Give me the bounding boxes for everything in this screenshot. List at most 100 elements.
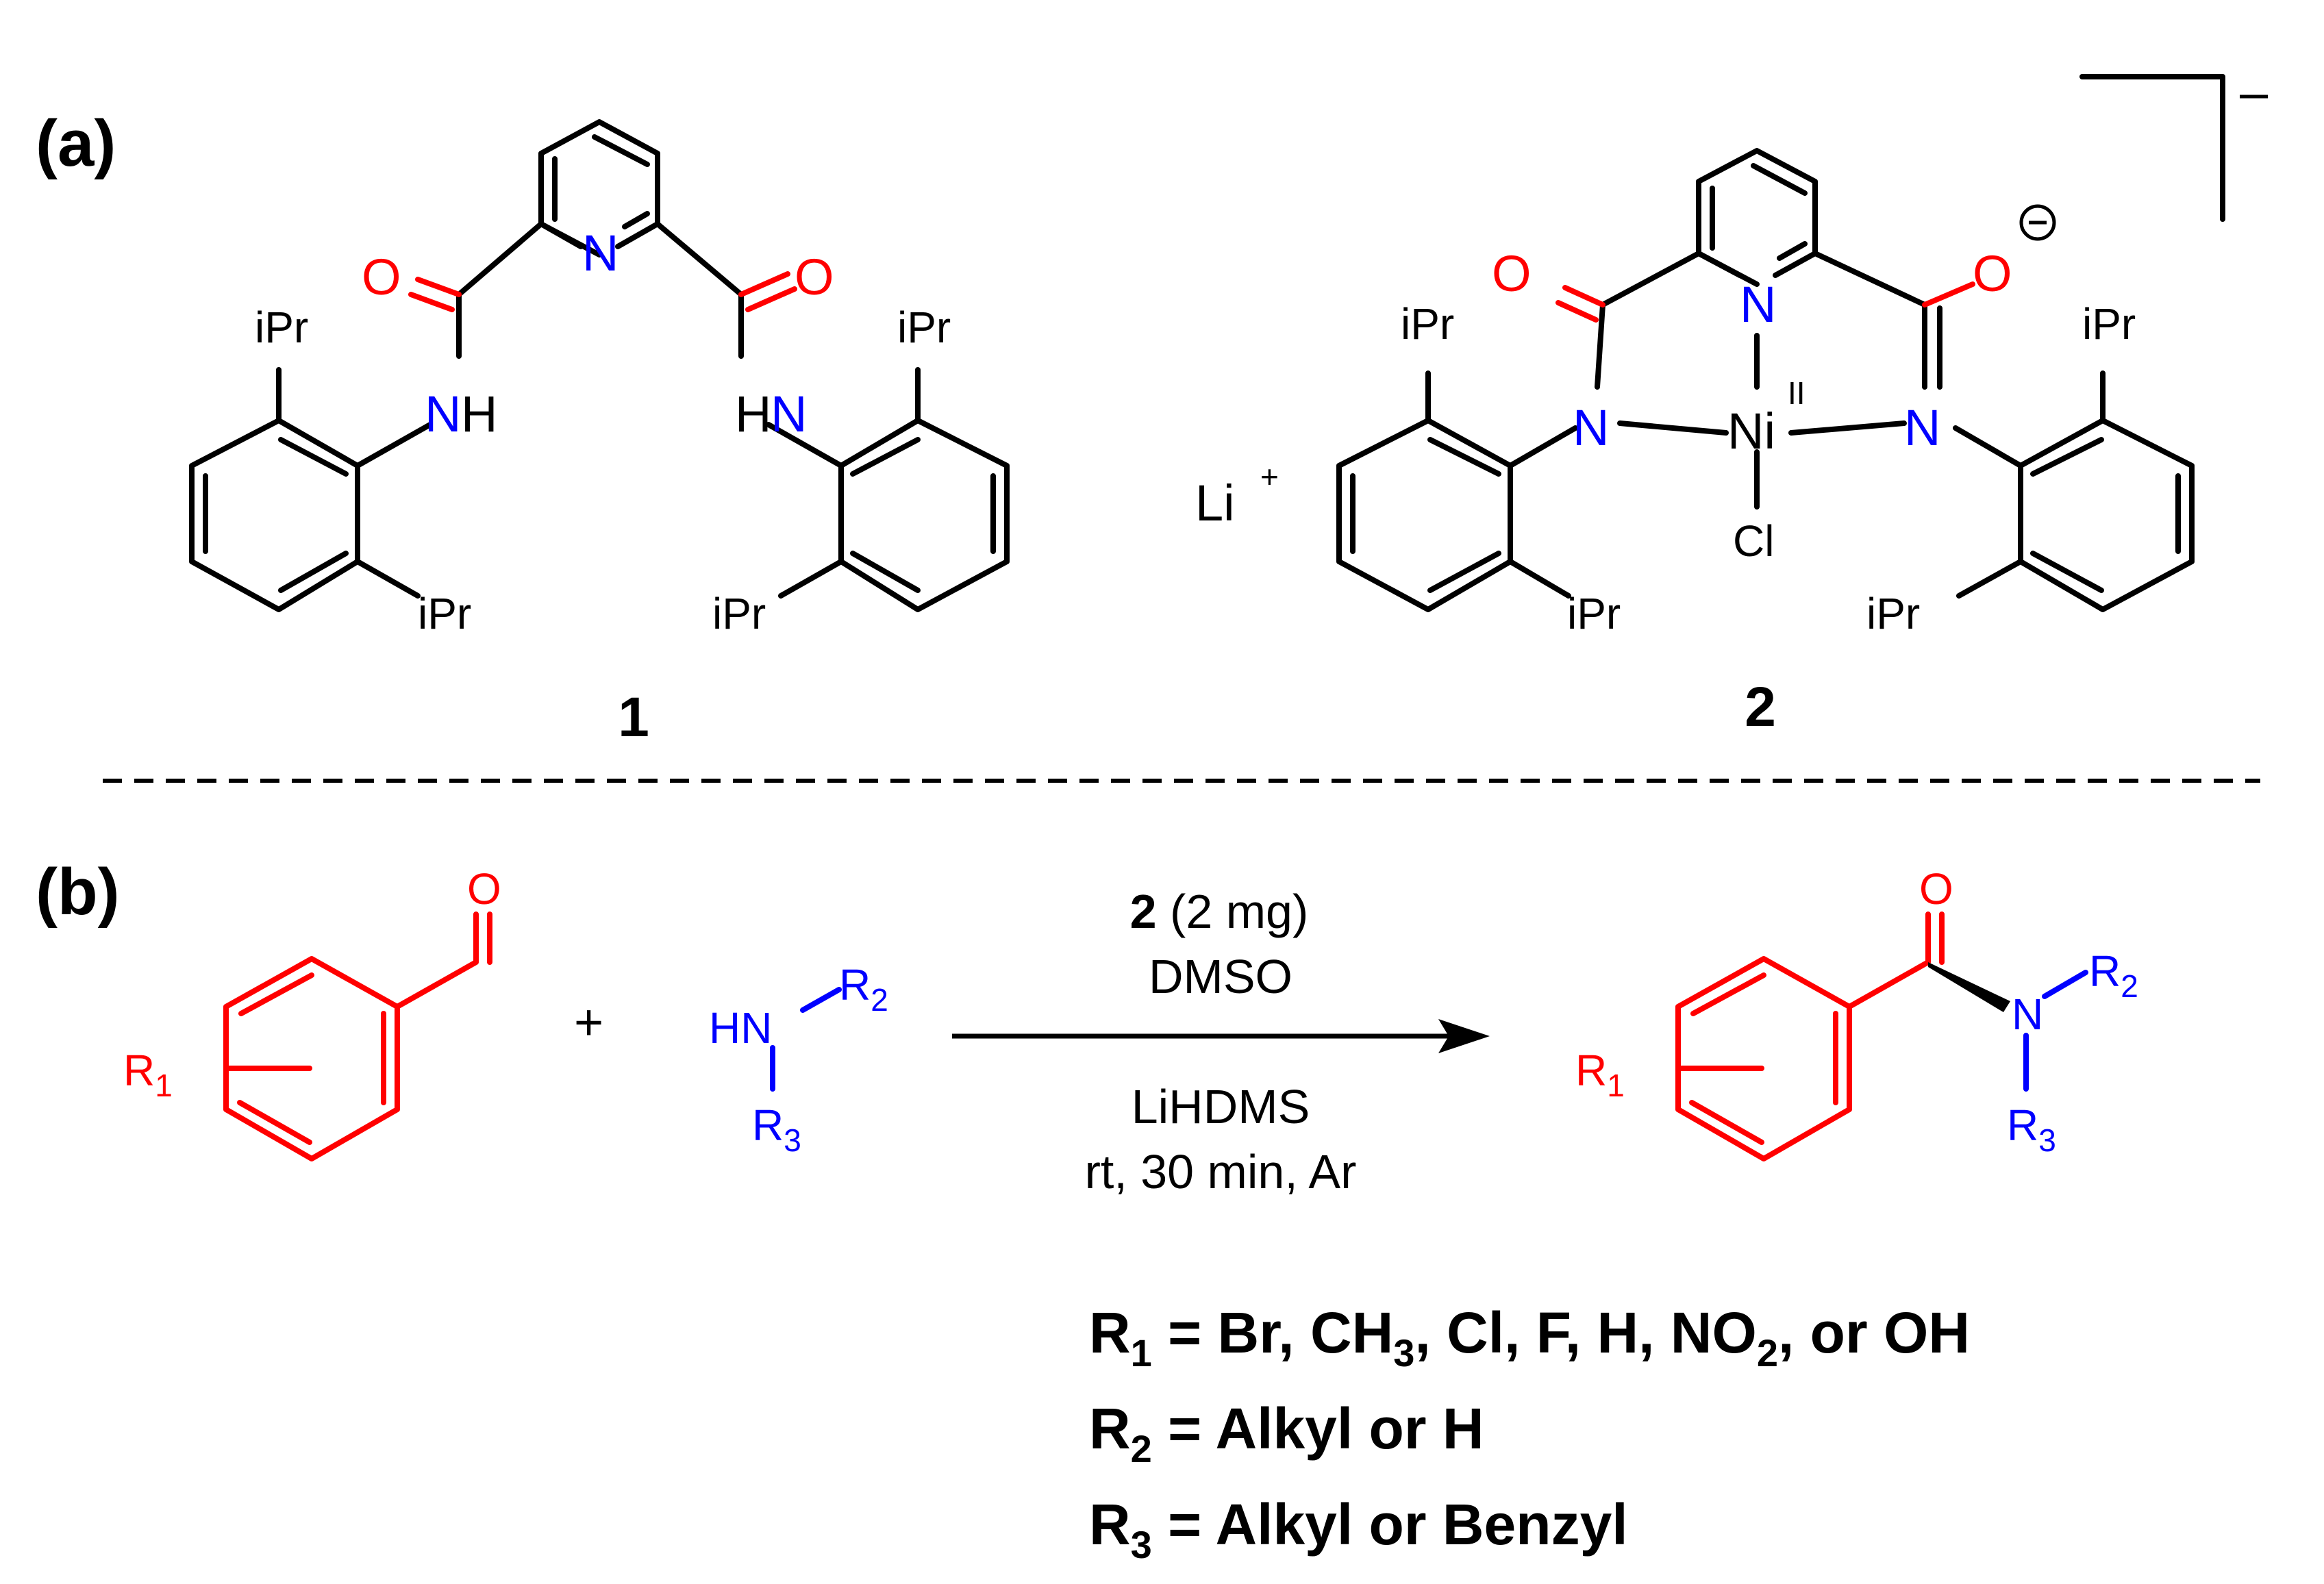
definition-r2-r: R: [1089, 1396, 1131, 1461]
c2-ipr-top-left: iPr: [1401, 299, 1454, 349]
reaction-arrow-head: [1438, 1019, 1490, 1053]
c1-oxygen-right: O: [795, 249, 834, 305]
c1-pyridine-n: N: [582, 225, 619, 281]
left-aryl-n-bond: [355, 422, 433, 468]
product-oxygen: O: [1919, 864, 1953, 914]
benzaldehyde-double-bonds: [237, 972, 386, 1145]
c2-bracket-charge: –: [2240, 64, 2269, 121]
product-r2-sub: 2: [2121, 968, 2138, 1004]
amine-hn: HN: [709, 1003, 772, 1053]
amine-r3: R3: [752, 1101, 801, 1158]
definition-r1-sub: 1: [1131, 1331, 1152, 1374]
pyridine-n-bonds: [538, 221, 660, 249]
c2-nickel: Ni: [1727, 403, 1775, 460]
c2-right-ipr-bonds: [1956, 370, 2106, 599]
c1-ipr-top-left: iPr: [255, 303, 308, 352]
reactant-r-label: R1: [123, 1046, 173, 1103]
c1-ipr-bottom-right: iPr: [712, 589, 766, 638]
definition-r1-sub2: 3: [1393, 1331, 1414, 1374]
oxide-negative-charge-icon: [2019, 204, 2056, 241]
c1-nh-left-h: H: [461, 386, 497, 442]
c2-left-aryl-n-bond: [1508, 425, 1578, 468]
product-nitrogen: N: [2012, 990, 2043, 1039]
amide-product-structure: [1675, 912, 2088, 1161]
c2-pyridine-n-bonds: [1696, 251, 1818, 278]
product-wedge-bond: [1928, 962, 2010, 1012]
product-carbonyl: [1847, 912, 1945, 1009]
c1-oxygen-left: O: [362, 249, 401, 305]
c2-right-aryl-ring: [2018, 418, 2195, 612]
reactant-r-sub: 1: [155, 1068, 173, 1103]
left-aryl-ipr-bonds: [276, 367, 421, 599]
c1-nh-left-n: N: [425, 386, 461, 442]
c2-ipr-bottom-left: iPr: [1567, 589, 1621, 638]
conditions-temp-time: rt, 30 min, Ar: [1085, 1145, 1357, 1198]
c2-left-carbonyl: [1555, 285, 1605, 323]
anion-bracket: [2079, 74, 2225, 222]
conditions-catalyst: 2 (2 mg): [1130, 885, 1309, 938]
left-aryl-ring: [189, 418, 360, 612]
c2-chloride: Cl: [1733, 516, 1774, 566]
reactants-plus: +: [574, 994, 603, 1051]
definition-r3-sub: 3: [1131, 1523, 1152, 1566]
product-r3-r: R: [2007, 1101, 2038, 1150]
conditions-solvent: DMSO: [1149, 950, 1292, 1003]
c2-left-aryl-double-bonds: [1350, 437, 1501, 593]
product-ring-double-bonds: [1689, 972, 1838, 1145]
definition-r3-r: R: [1089, 1492, 1131, 1557]
c2-lithium-charge: +: [1260, 459, 1279, 494]
c2-ni-bonds: [1617, 333, 1907, 510]
c1-nh-right-h: H: [735, 386, 771, 442]
right-aryl-ring: [838, 418, 1010, 612]
aldehyde-oxygen: O: [467, 864, 501, 914]
c2-amide-n-left: N: [1573, 399, 1609, 456]
c2-ipr-top-right: iPr: [2082, 299, 2136, 349]
conditions-catalyst-num: 2: [1130, 885, 1157, 938]
c2-right-aryl-double-bonds: [2030, 437, 2181, 593]
amine-r2-sub: 2: [871, 982, 888, 1018]
panel-label-b: (b): [36, 855, 120, 929]
definition-r1: R1 = Br, CH3, Cl, F, H, NO2, or OH: [1089, 1300, 1970, 1374]
c2-right-imidate: [1812, 251, 1942, 390]
definition-r1-text-a: = Br, CH: [1152, 1300, 1393, 1365]
amine-r2-r: R: [839, 960, 871, 1009]
benzaldehyde-ring: [223, 956, 400, 1161]
product-ring: [1675, 956, 1852, 1161]
c2-ipr-bottom-right: iPr: [1866, 589, 1920, 638]
amine-r3-sub: 3: [784, 1122, 801, 1158]
definition-r3: R3 = Alkyl or Benzyl: [1089, 1492, 1628, 1566]
c2-pyridine-n: N: [1740, 276, 1776, 333]
definition-r2-sub: 2: [1131, 1427, 1152, 1470]
product-r3: R3: [2007, 1101, 2056, 1158]
benzaldehyde-structure: [223, 912, 492, 1161]
product-r1-sub: 1: [1607, 1068, 1625, 1103]
c2-right-aryl-n-bond: [1953, 425, 2023, 468]
left-aryl-double-bonds: [203, 437, 349, 593]
panel-label-a: (a): [36, 107, 116, 180]
definition-r2: R2 = Alkyl or H: [1089, 1396, 1484, 1470]
product-r1-r: R: [1575, 1046, 1607, 1095]
benzaldehyde-cho: [395, 912, 492, 1009]
conditions-base: LiHDMS: [1132, 1080, 1310, 1133]
c2-left-amide: [1595, 251, 1701, 390]
definition-r1-text-b: , Cl, F, H, NO: [1414, 1300, 1756, 1365]
definition-r2-text: = Alkyl or H: [1152, 1396, 1484, 1461]
right-aryl-n-bond: [766, 422, 844, 468]
conditions-catalyst-amount: (2 mg): [1157, 885, 1309, 938]
c1-ipr-top-right: iPr: [897, 303, 951, 352]
c1-ipr-bottom-left: iPr: [418, 589, 471, 638]
product-r1: R1: [1575, 1046, 1625, 1103]
right-amide-bonds: [655, 221, 744, 359]
definition-r1-text-c: , or OH: [1778, 1300, 1970, 1365]
product-r2: R2: [2089, 946, 2138, 1004]
definition-r1-sub3: 2: [1757, 1331, 1778, 1374]
product-n-bonds: [2023, 970, 2088, 1092]
amine-r2: R2: [839, 960, 888, 1018]
c2-imine-n-right: N: [1904, 399, 1940, 456]
definition-r1-r: R: [1089, 1300, 1131, 1365]
c2-nickel-oxidation: II: [1788, 375, 1806, 411]
left-amide-bonds: [456, 221, 544, 359]
pyridine-ring-double-bonds: [552, 134, 650, 229]
c2-right-co-single: [1922, 281, 1975, 307]
